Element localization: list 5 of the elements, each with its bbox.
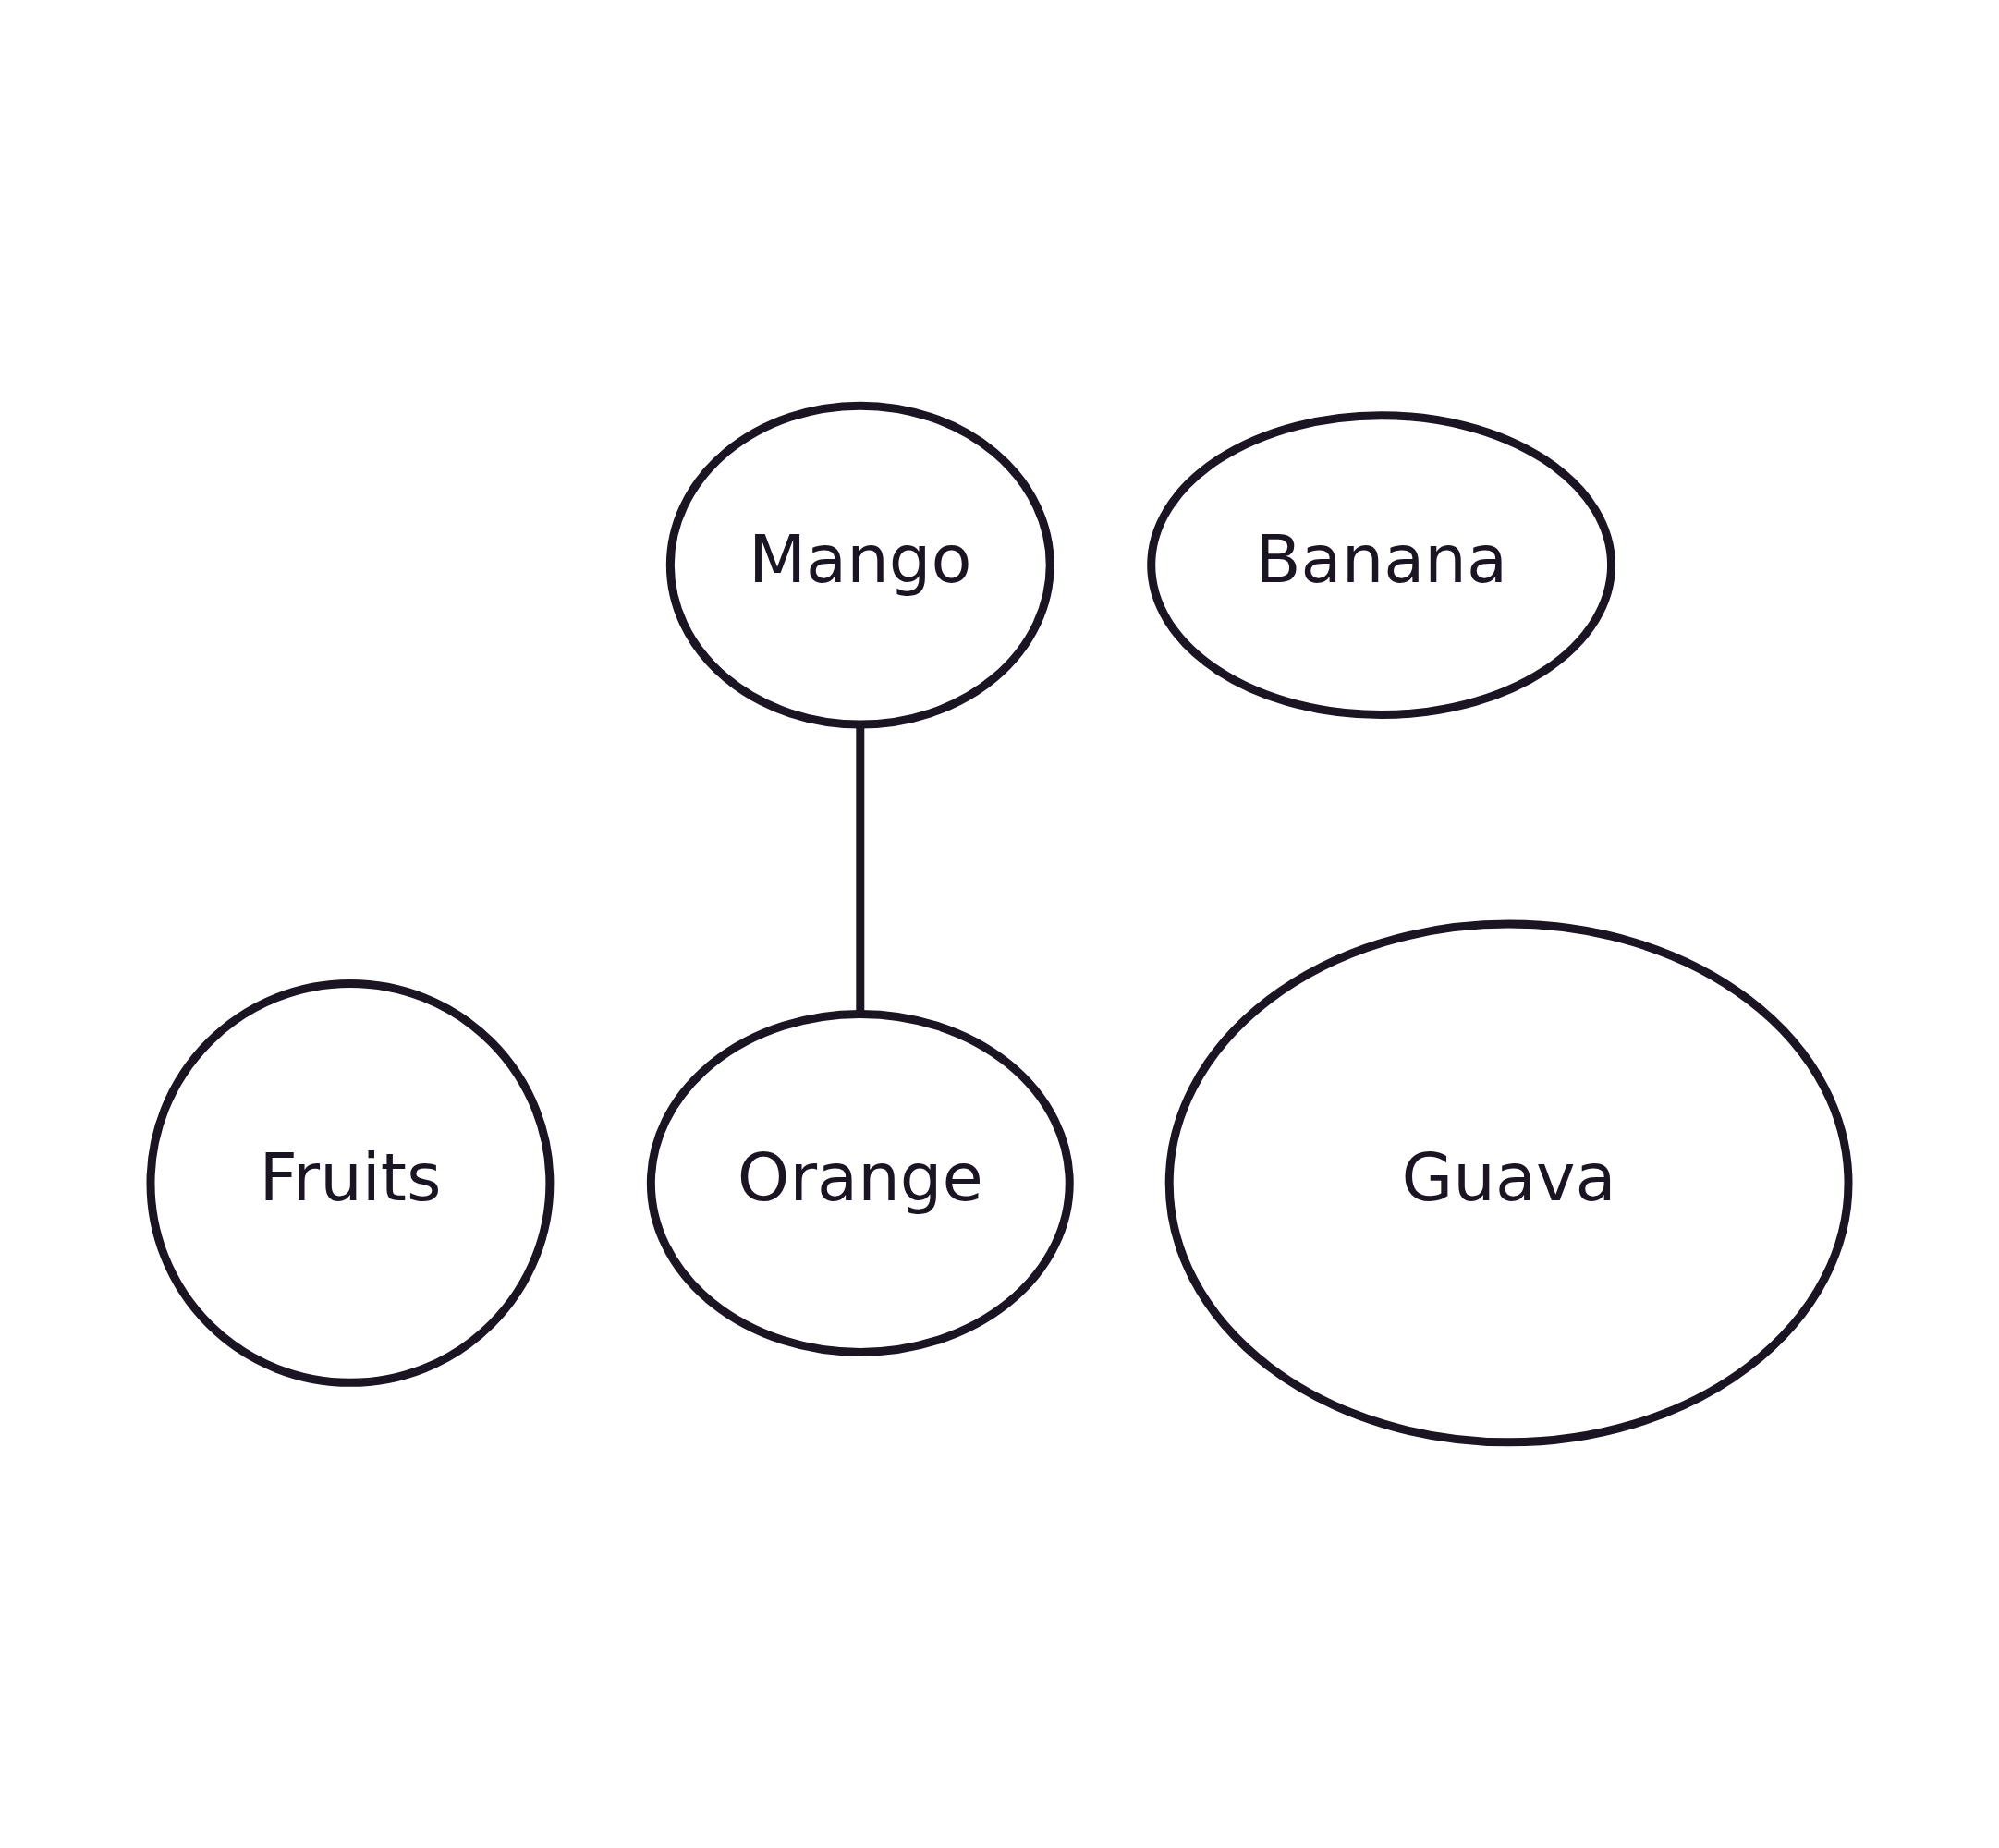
node-circle: Fruits — [146, 979, 555, 1387]
node-ellipse: Orange — [646, 1009, 1074, 1356]
node-ellipse: Banana — [1147, 411, 1616, 720]
node-ellipse: Mango — [665, 401, 1054, 729]
node-ellipse: Guava — [1164, 919, 1853, 1447]
